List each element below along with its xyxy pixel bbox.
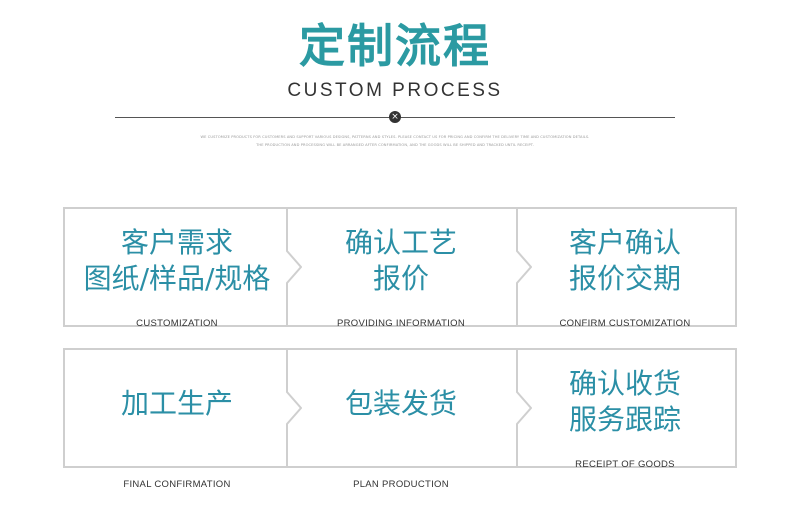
process-row-1: 客户需求 图纸/样品/规格 CUSTOMIZATION 确认工艺 报价 PROV… <box>63 207 737 329</box>
step-english-label: CONFIRM CUSTOMIZATION <box>559 318 691 329</box>
step-title-line: 确认收货 <box>568 367 681 400</box>
fine-print-line-2: THE PRODUCTION AND PROCESSING WILL BE AR… <box>256 143 534 147</box>
step-title-line: 确认工艺 <box>344 226 457 259</box>
step-english-label: FINAL CONFIRMATION <box>123 479 231 490</box>
step-customer-requirement: 客户需求 图纸/样品/规格 CUSTOMIZATION <box>65 209 289 341</box>
step-confirm-process: 确认工艺 报价 PROVIDING INFORMATION <box>289 209 513 341</box>
chevron-right-icon <box>516 209 532 325</box>
step-production: 加工生产 FINAL CONFIRMATION <box>65 350 289 502</box>
step-title-line: 报价交期 <box>568 262 681 295</box>
step-english-label: PLAN PRODUCTION <box>353 479 449 490</box>
x-circle-icon: × <box>389 111 401 123</box>
process-row-2: 加工生产 FINAL CONFIRMATION 包装发货 PLAN PRODUC… <box>63 348 737 490</box>
step-english-label: CUSTOMIZATION <box>136 318 218 329</box>
step-receipt-service: 确认收货 服务跟踪 RECEIPT OF GOODS <box>513 350 737 482</box>
step-customer-confirm: 客户确认 报价交期 CONFIRM CUSTOMIZATION <box>513 209 737 341</box>
page-subtitle: CUSTOM PROCESS <box>287 80 503 101</box>
chevron-right-icon <box>286 350 302 466</box>
fine-print-line-1: WE CUSTOMIZE PRODUCTS FOR CUSTOMERS AND … <box>200 135 590 139</box>
step-title-line: 客户确认 <box>568 226 681 259</box>
step-title-line: 加工生产 <box>120 387 233 420</box>
chevron-right-icon <box>286 209 302 325</box>
page-title: 定制流程 <box>299 19 491 73</box>
step-title-line: 服务跟踪 <box>568 403 681 436</box>
chevron-right-icon <box>516 350 532 466</box>
step-title-line: 客户需求 <box>120 226 233 259</box>
step-english-label: PROVIDING INFORMATION <box>336 318 466 329</box>
step-packing-shipping: 包装发货 PLAN PRODUCTION <box>289 350 513 502</box>
step-title-line: 报价 <box>372 262 429 295</box>
step-title-line: 包装发货 <box>344 387 457 420</box>
step-title-line: 图纸/样品/规格 <box>83 262 271 295</box>
step-english-label: RECEIPT OF GOODS <box>575 459 675 470</box>
